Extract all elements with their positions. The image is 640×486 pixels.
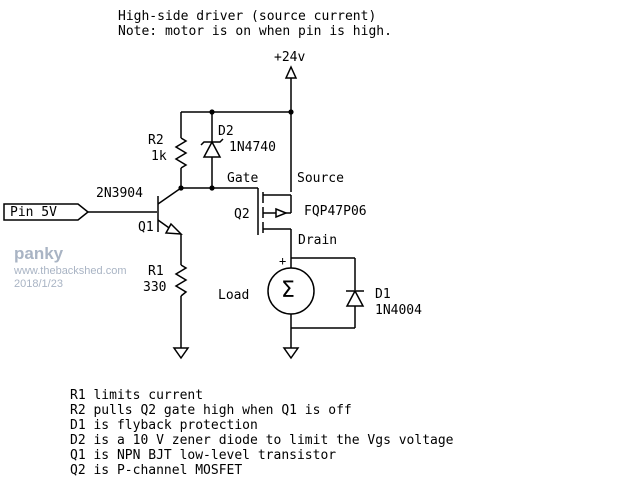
ground-q1-icon <box>172 347 190 360</box>
note-line: D1 is flyback protection <box>70 418 258 433</box>
junction-dot <box>178 185 184 191</box>
d2-ref: D2 <box>218 124 234 139</box>
npn-q1-icon <box>157 187 183 238</box>
load-polarity-plus: + <box>279 254 287 268</box>
ground-load-icon <box>282 347 300 360</box>
junction-dot <box>209 109 215 115</box>
q2-ref: Q2 <box>234 207 250 222</box>
load-label: Load <box>218 288 250 303</box>
supply-arrow-icon <box>284 65 298 79</box>
resistor-r1-icon <box>174 264 188 297</box>
title-line-2: Note: motor is on when pin is high. <box>118 24 392 39</box>
d2-part: 1N4740 <box>229 140 276 155</box>
watermark-author: panky <box>14 244 64 263</box>
q2-gate-label: Gate <box>227 171 259 186</box>
q1-part: 2N3904 <box>96 186 143 201</box>
note-line: R1 limits current <box>70 388 204 403</box>
r1-value: 330 <box>143 280 167 295</box>
note-line: R2 pulls Q2 gate high when Q1 is off <box>70 403 352 418</box>
d1-part: 1N4004 <box>375 303 422 318</box>
input-flag-icon <box>3 203 90 221</box>
junction-dot <box>288 109 294 115</box>
notes-list: R1 limits current R2 pulls Q2 gate high … <box>70 388 454 478</box>
resistor-r2-icon <box>174 137 188 169</box>
input-label: Pin 5V <box>10 205 57 220</box>
note-line: D2 is a 10 V zener diode to limit the Vg… <box>70 433 454 448</box>
watermark-date: 2018/1/23 <box>14 278 63 290</box>
q1-ref: Q1 <box>138 220 154 235</box>
note-line: Q2 is P-channel MOSFET <box>70 463 243 478</box>
r1-ref: R1 <box>148 264 164 279</box>
supply-label: +24v <box>274 50 306 65</box>
d1-ref: D1 <box>375 287 391 302</box>
note-line: Q1 is NPN BJT low-level transistor <box>70 448 337 463</box>
r2-ref: R2 <box>148 133 164 148</box>
watermark-site: www.thebackshed.com <box>14 265 127 277</box>
load-sigma-symbol: Σ <box>281 278 295 303</box>
title-line-1: High-side driver (source current) <box>118 9 377 24</box>
zener-d2-icon <box>200 138 224 158</box>
junction-dot <box>209 185 215 191</box>
q2-drain-label: Drain <box>298 233 338 248</box>
q2-source-label: Source <box>297 171 344 186</box>
mosfet-q2-icon <box>262 192 292 233</box>
diode-d1-icon <box>345 289 365 307</box>
r2-value: 1k <box>151 149 167 164</box>
q2-part: FQP47P06 <box>304 204 367 219</box>
